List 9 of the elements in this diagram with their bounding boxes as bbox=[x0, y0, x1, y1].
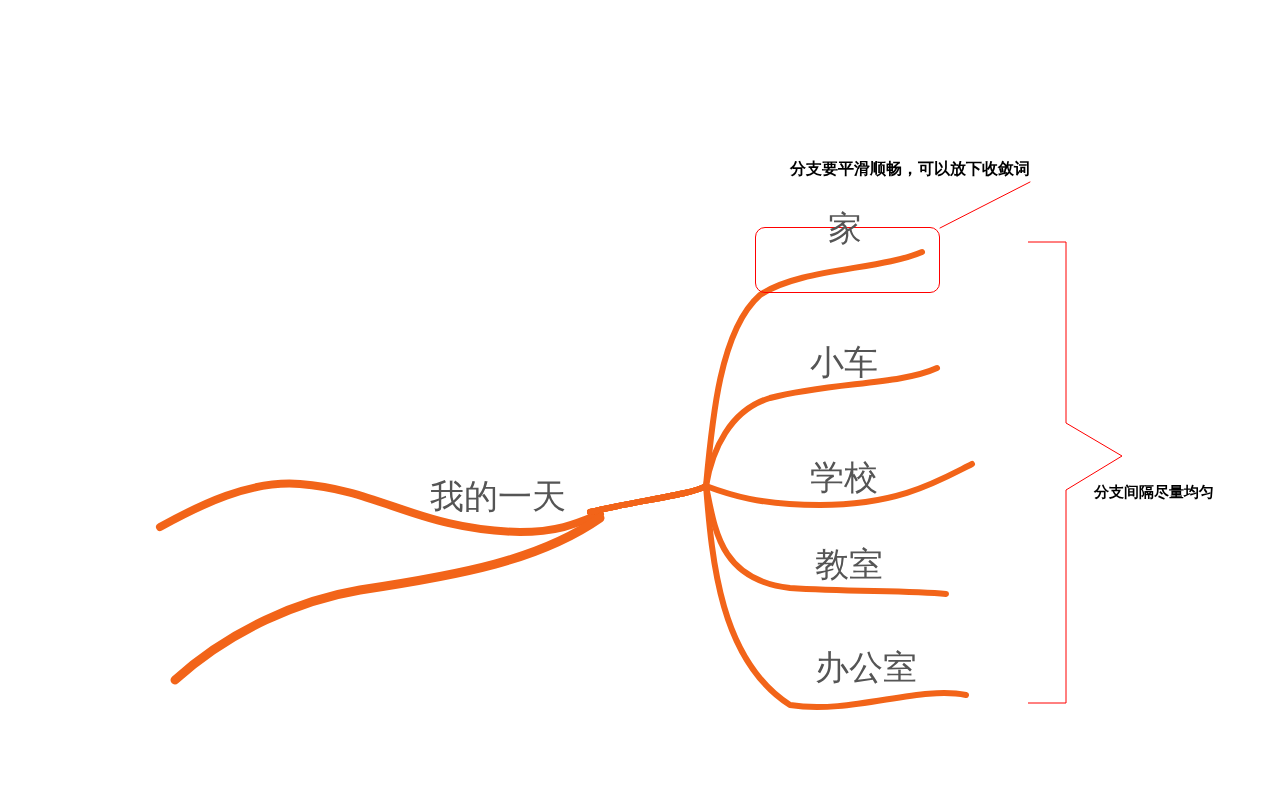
branch-word: 办公室 bbox=[815, 645, 937, 689]
note-text: 分支间隔尽量均匀 bbox=[1094, 482, 1214, 503]
leader-line bbox=[939, 181, 1031, 229]
branch-word: 学校 bbox=[810, 455, 896, 499]
branch-line bbox=[587, 483, 969, 711]
central-topic: 我的一天 bbox=[430, 474, 590, 520]
branch-word: 教室 bbox=[815, 542, 901, 586]
note-text: 分支要平滑顺畅，可以放下收敛词 bbox=[790, 156, 1110, 182]
branch-word: 小车 bbox=[810, 340, 896, 384]
